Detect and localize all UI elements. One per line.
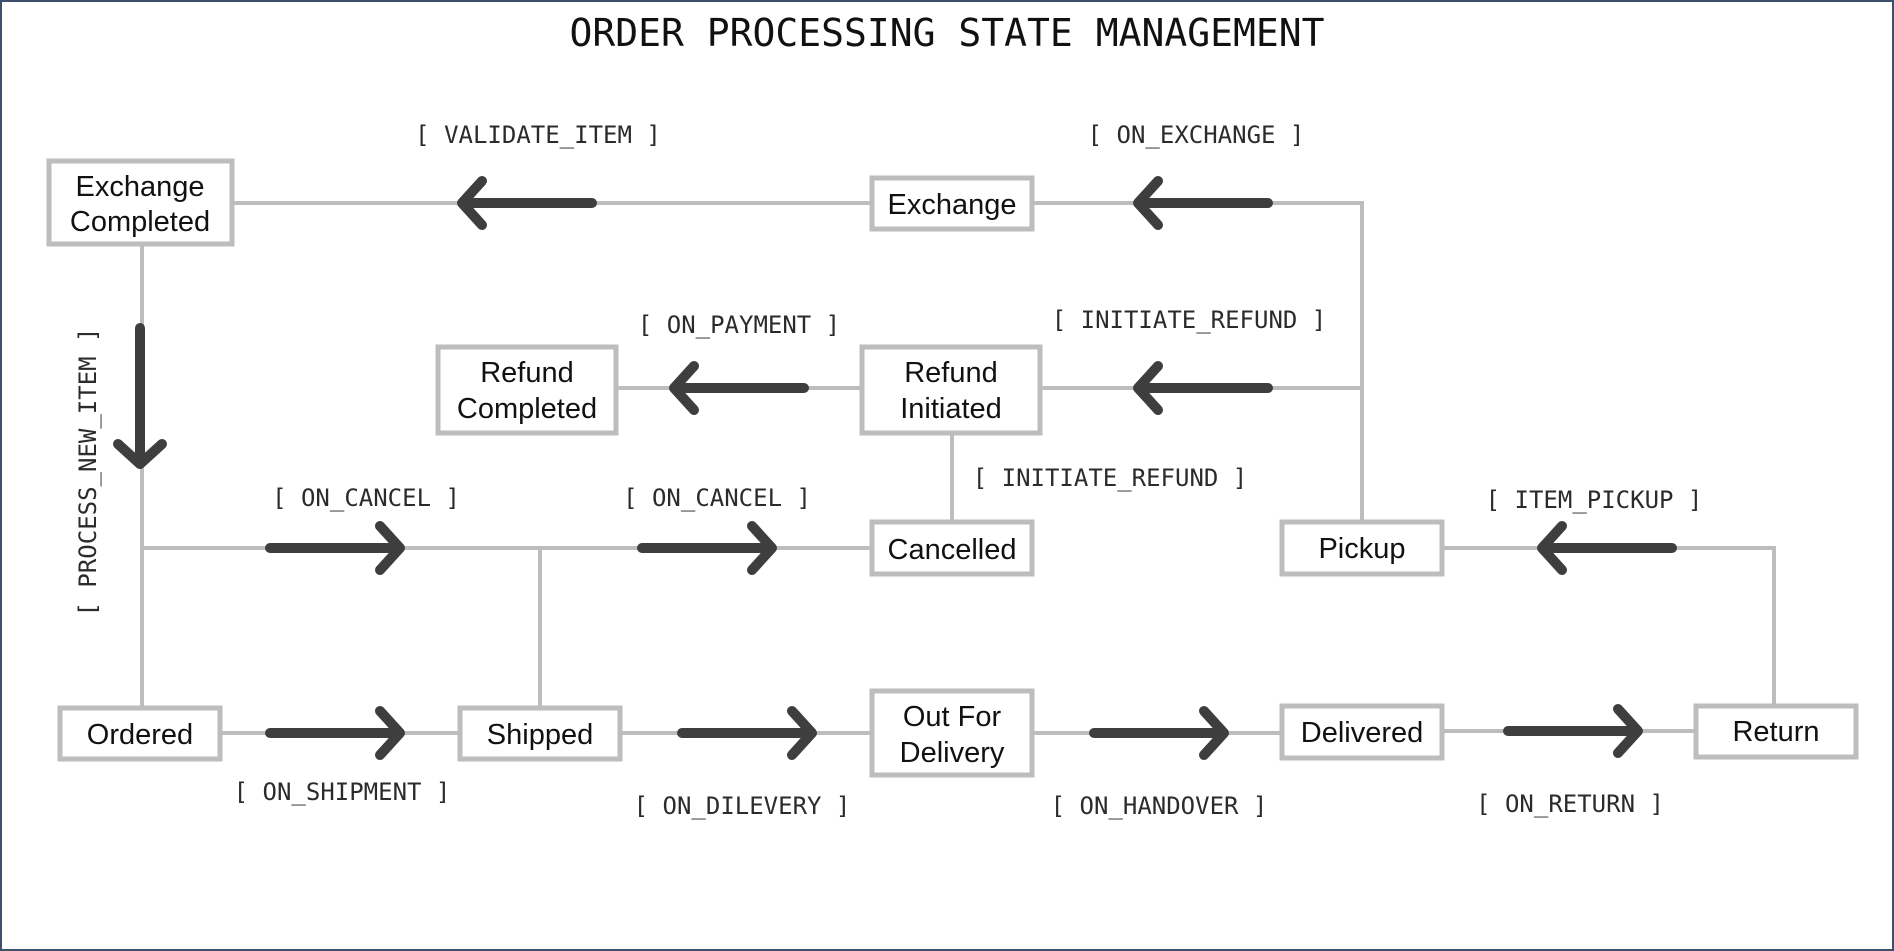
state-pickup: Pickup [1279, 519, 1445, 577]
state-box [1693, 703, 1859, 760]
event-labels: [ VALIDATE_ITEM ] [ ON_EXCHANGE ] [ ON_P… [74, 121, 1702, 820]
state-label: Ordered [87, 719, 193, 751]
arrow-on-cancel-2 [637, 521, 777, 575]
state-label: Cancelled [888, 534, 1017, 566]
state-exchange-completed: Exchange Completed [46, 158, 235, 247]
arrow-on-shipment [265, 706, 405, 760]
arrow-initiate-refund-top [1133, 361, 1273, 415]
state-label: Pickup [1318, 533, 1405, 565]
event-initiate-refund-top: [ INITIATE_REFUND ] [1052, 306, 1327, 334]
state-box [46, 158, 235, 247]
event-on-delivery: [ ON_DILEVERY ] [634, 792, 851, 820]
arrow-process-new-item [113, 323, 167, 469]
state-box [435, 344, 619, 436]
connectors [140, 201, 1776, 735]
state-label: Initiated [900, 393, 1002, 425]
state-box [869, 519, 1035, 577]
state-box [1279, 519, 1445, 577]
arrow-on-exchange [1133, 176, 1273, 230]
diagram-title: ORDER PROCESSING STATE MANAGEMENT [570, 11, 1325, 55]
state-box [869, 688, 1035, 778]
arrow-on-handover [1089, 706, 1229, 760]
state-refund-initiated: Refund Initiated [859, 344, 1043, 436]
arrow-on-payment [669, 361, 809, 415]
state-box [869, 175, 1035, 232]
event-on-shipment: [ ON_SHIPMENT ] [234, 778, 451, 806]
arrow-on-cancel-1 [265, 521, 405, 575]
state-label: Delivery [900, 737, 1005, 769]
arrows [113, 176, 1677, 760]
state-refund-completed: Refund Completed [435, 344, 619, 436]
event-on-exchange: [ ON_EXCHANGE ] [1088, 121, 1305, 149]
state-box [859, 344, 1043, 436]
state-box [1279, 703, 1445, 761]
event-on-cancel-1: [ ON_CANCEL ] [272, 484, 460, 512]
event-on-handover: [ ON_HANDOVER ] [1051, 792, 1268, 820]
arrow-item-pickup [1537, 521, 1677, 575]
state-label: Out For [903, 701, 1002, 733]
event-validate-item: [ VALIDATE_ITEM ] [415, 121, 661, 149]
state-return: Return [1693, 703, 1859, 760]
state-label: Completed [457, 393, 597, 425]
state-exchange: Exchange [869, 175, 1035, 232]
state-box [457, 705, 623, 762]
state-label: Exchange [888, 189, 1017, 221]
arrow-validate-item [457, 176, 597, 230]
event-process-new-item: [ PROCESS_NEW_ITEM ] [74, 328, 102, 617]
state-shipped: Shipped [457, 705, 623, 762]
arrow-on-return [1503, 704, 1643, 758]
state-label: Delivered [1301, 717, 1424, 749]
event-on-cancel-2: [ ON_CANCEL ] [623, 484, 811, 512]
state-label: Shipped [487, 719, 593, 751]
event-on-payment: [ ON_PAYMENT ] [638, 311, 840, 339]
state-label: Exchange [76, 171, 205, 203]
state-cancelled: Cancelled [869, 519, 1035, 577]
event-on-return: [ ON_RETURN ] [1476, 790, 1664, 818]
event-initiate-refund-cancel: [ INITIATE_REFUND ] [973, 464, 1248, 492]
arrow-on-delivery [677, 706, 817, 760]
state-label: Completed [70, 206, 210, 238]
state-ordered: Ordered [57, 705, 223, 762]
state-label: Return [1732, 716, 1819, 748]
event-item-pickup: [ ITEM_PICKUP ] [1486, 486, 1703, 514]
state-delivered: Delivered [1279, 703, 1445, 761]
state-box [57, 705, 223, 762]
state-label: Refund [480, 357, 574, 389]
line-return-to-pickup [1442, 546, 1776, 706]
state-out-for-delivery: Out For Delivery [869, 688, 1035, 778]
state-label: Refund [904, 357, 998, 389]
